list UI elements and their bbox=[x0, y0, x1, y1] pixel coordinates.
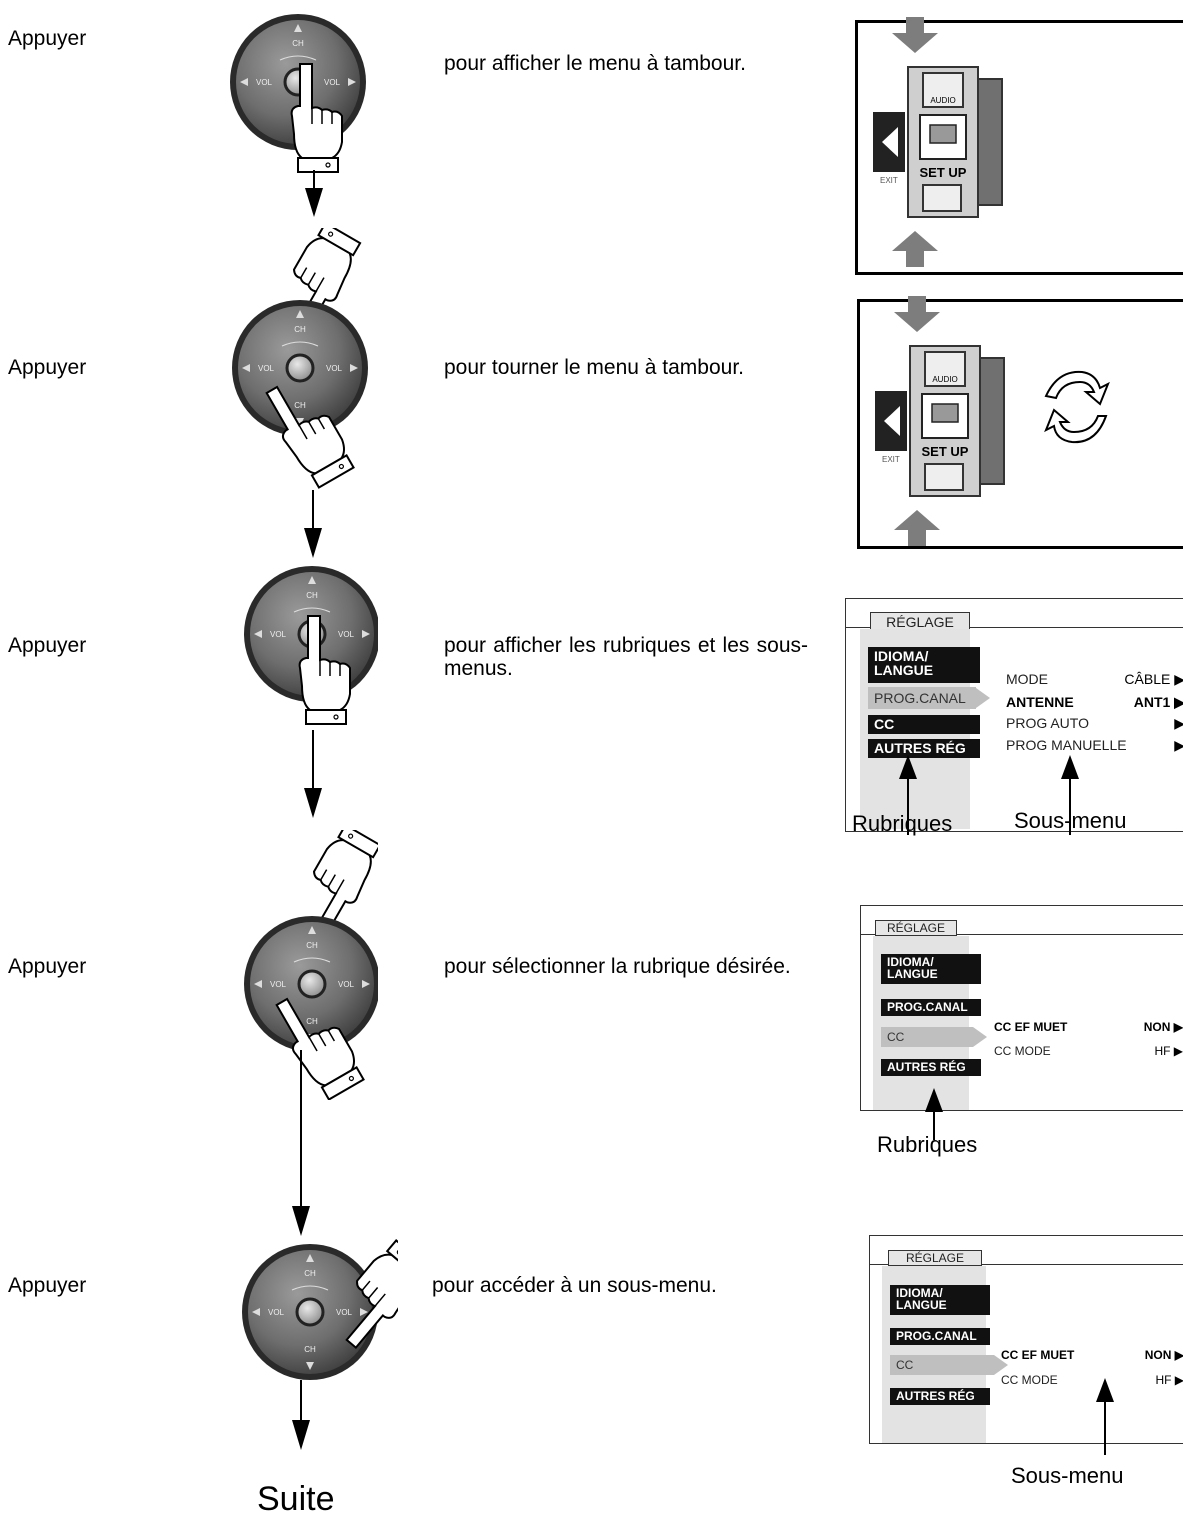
submenu-antenne-value: ANT1 ▶ bbox=[1133, 694, 1183, 710]
remote-dial-press-center bbox=[228, 12, 368, 217]
remote-dial-press-down bbox=[230, 228, 370, 492]
rubrique-autres-reg-3: AUTRES RÉG bbox=[890, 1388, 990, 1405]
rubrique-autres-reg: AUTRES RÉG bbox=[868, 739, 980, 758]
rubrique-autres-reg-2: AUTRES RÉG bbox=[881, 1059, 981, 1076]
submenu-mode-value: CÂBLE ▶ bbox=[1124, 671, 1183, 687]
submenu-pointer-arrow-3 bbox=[1096, 1378, 1114, 1402]
setup-menu-screen-1: RÉGLAGE IDIOMA/ LANGUE PROG.CANAL CC AUT… bbox=[845, 598, 1183, 832]
drum-menu-rotate-frame bbox=[857, 296, 1183, 549]
submenu-cc-ef-muet: CC EF MUET bbox=[994, 1020, 1068, 1034]
suite-label: Suite bbox=[257, 1480, 335, 1518]
flow-arrow-4 bbox=[292, 1206, 310, 1236]
remote-dial-press-down-2 bbox=[242, 830, 378, 1100]
step-1-label: Appuyer bbox=[8, 27, 87, 50]
submenu-cc-mode-value: HF ▶ bbox=[1154, 1044, 1183, 1058]
rubriques-pointer-arrow-2 bbox=[925, 1088, 943, 1112]
submenu-cc-ef-muet-value: NON ▶ bbox=[1143, 1020, 1183, 1034]
caption-sous-menu-3: Sous-menu bbox=[1011, 1463, 1124, 1488]
step-3-text: pour afficher les rubriques et les sous-… bbox=[444, 634, 808, 680]
flow-arrow-2 bbox=[304, 528, 322, 558]
submenu-prog-manuelle: PROG MANUELLE bbox=[1006, 737, 1127, 753]
submenu-prog-manuelle-value: ▶ bbox=[1174, 737, 1183, 753]
step-3-label: Appuyer bbox=[8, 634, 87, 657]
drum-menu-frame bbox=[855, 17, 1183, 275]
rubrique-cc-2: CC bbox=[887, 1030, 905, 1044]
drum-menu-icon-2 bbox=[874, 296, 1005, 547]
caption-rubriques-2: Rubriques bbox=[877, 1132, 978, 1157]
step-1-text: pour afficher le menu à tambour. bbox=[444, 52, 746, 75]
step-2-label: Appuyer bbox=[8, 356, 87, 379]
step-2-text: pour tourner le menu à tambour. bbox=[444, 356, 745, 379]
rubrique-langue-2: IDIOMA/ LANGUE bbox=[881, 954, 981, 984]
rubriques-pointer-line-2 bbox=[933, 1110, 935, 1140]
submenu-pointer-line-3 bbox=[1104, 1400, 1106, 1455]
remote-dial-press-center-2 bbox=[242, 564, 378, 725]
flow-arrow-5 bbox=[292, 1420, 310, 1450]
rubriques-pointer-line bbox=[907, 778, 909, 835]
submenu-pointer-arrow bbox=[1061, 755, 1079, 779]
submenu-pointer-line bbox=[1069, 778, 1071, 835]
submenu-cc-ef-muet-3: CC EF MUET bbox=[1001, 1348, 1075, 1362]
rubrique-cc-3: CC bbox=[896, 1358, 914, 1372]
submenu-cc-mode: CC MODE bbox=[994, 1044, 1051, 1058]
menu-tab: RÉGLAGE bbox=[870, 612, 970, 632]
setup-menu-screen-2: RÉGLAGE IDIOMA/ LANGUE PROG.CANAL CC AUT… bbox=[860, 905, 1183, 1111]
caption-rubriques-1: Rubriques bbox=[852, 811, 953, 836]
flow-arrow-3 bbox=[304, 788, 322, 818]
rotate-arrows-icon bbox=[1044, 370, 1110, 444]
rubrique-langue-3: IDIOMA/ LANGUE bbox=[890, 1285, 990, 1315]
submenu-antenne: ANTENNE bbox=[1006, 694, 1074, 710]
step-4-text: pour sélectionner la rubrique désirée. bbox=[444, 955, 791, 978]
step-5-label: Appuyer bbox=[8, 1274, 87, 1297]
drum-menu-icon bbox=[872, 17, 1003, 268]
step-4-label: Appuyer bbox=[8, 955, 87, 978]
menu-tab-2: RÉGLAGE bbox=[875, 920, 957, 936]
menu-tab-3: RÉGLAGE bbox=[888, 1250, 982, 1266]
rubrique-prog-canal-3: PROG.CANAL bbox=[890, 1328, 990, 1345]
submenu-cc-mode-value-3: HF ▶ bbox=[1155, 1373, 1183, 1387]
flow-line-3 bbox=[312, 730, 314, 790]
flow-line-4 bbox=[300, 1050, 302, 1208]
submenu-cc-ef-muet-value-3: NON ▶ bbox=[1144, 1348, 1183, 1362]
submenu-mode: MODE bbox=[1006, 671, 1048, 687]
rubriques-pointer-arrow bbox=[899, 755, 917, 779]
flow-line-5 bbox=[300, 1380, 302, 1422]
submenu-prog-auto-value: ▶ bbox=[1174, 715, 1183, 731]
remote-dial-press-right bbox=[240, 1236, 398, 1382]
step-5-text: pour accéder à un sous-menu. bbox=[432, 1274, 717, 1297]
flow-line-2 bbox=[312, 490, 314, 530]
setup-menu-screen-3: RÉGLAGE IDIOMA/ LANGUE PROG.CANAL CC AUT… bbox=[869, 1235, 1183, 1444]
rubrique-prog-canal-2: PROG.CANAL bbox=[881, 999, 981, 1016]
caption-sous-menu-1: Sous-menu bbox=[1014, 808, 1127, 833]
rubrique-cc: CC bbox=[868, 715, 980, 734]
rubrique-langue: IDIOMA/ LANGUE bbox=[868, 647, 980, 683]
submenu-cc-mode-3: CC MODE bbox=[1001, 1373, 1058, 1387]
submenu-prog-auto: PROG AUTO bbox=[1006, 715, 1089, 731]
rubrique-prog-canal: PROG.CANAL bbox=[874, 690, 966, 706]
